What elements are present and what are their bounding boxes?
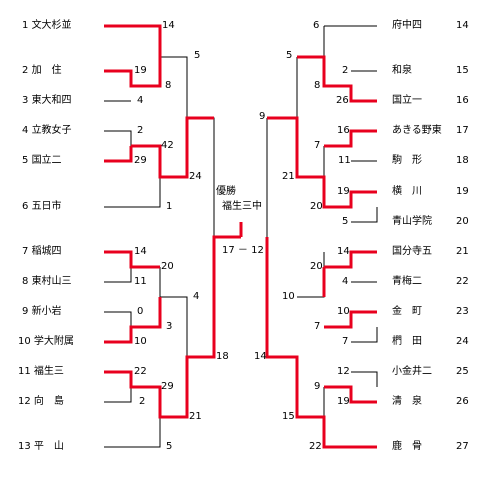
left-team-9: 9 新小岩 xyxy=(22,306,62,317)
score: 15 xyxy=(282,411,295,422)
score: 9 xyxy=(259,111,266,122)
score: 2 xyxy=(139,396,146,407)
right-team-19-no: 19 xyxy=(456,186,469,197)
winner-path-lines xyxy=(104,24,377,449)
score: 14 xyxy=(134,246,147,257)
left-team-7: 7 稲城四 xyxy=(22,246,62,257)
score: 11 xyxy=(134,276,147,287)
score: 21 xyxy=(189,411,202,422)
champion-label: 優勝 xyxy=(216,186,236,197)
right-team-24-name: 椚 田 xyxy=(392,336,422,347)
score: 1 xyxy=(166,201,173,212)
score: 7 xyxy=(314,321,321,332)
score: 42 xyxy=(161,140,174,151)
right-team-27-name: 鹿 骨 xyxy=(392,441,422,452)
right-team-14-no: 14 xyxy=(456,20,469,31)
right-team-26-no: 26 xyxy=(456,396,469,407)
right-team-16-no: 16 xyxy=(456,95,469,106)
score: 7 xyxy=(342,336,349,347)
left-team-2: 2 加 住 xyxy=(22,65,62,76)
score: 5 xyxy=(286,50,293,61)
score: 5 xyxy=(166,441,173,452)
final-score: 17 － 12 xyxy=(222,245,264,256)
right-team-15-name: 和泉 xyxy=(392,65,412,76)
score: 8 xyxy=(314,80,321,91)
right-team-21-name: 国分寺五 xyxy=(392,246,432,257)
score: 29 xyxy=(134,155,147,166)
left-team-6: 6 五日市 xyxy=(22,201,62,212)
score: 16 xyxy=(337,125,350,136)
score: 4 xyxy=(342,276,349,287)
right-team-23-name: 金 町 xyxy=(392,306,422,317)
left-team-5: 5 国立二 xyxy=(22,155,62,166)
score: 2 xyxy=(137,125,144,136)
right-team-20-name: 青山学院 xyxy=(392,216,432,227)
right-team-17-no: 17 xyxy=(456,125,469,136)
right-team-22-name: 青梅二 xyxy=(392,276,422,287)
right-team-26-name: 清 泉 xyxy=(392,396,422,407)
score: 5 xyxy=(342,216,349,227)
score: 0 xyxy=(137,306,144,317)
score: 2 xyxy=(342,65,349,76)
right-team-25-name: 小金井二 xyxy=(392,366,432,377)
right-team-24-no: 24 xyxy=(456,336,469,347)
score: 14 xyxy=(337,246,350,257)
right-team-15-no: 15 xyxy=(456,65,469,76)
score: 19 xyxy=(337,396,350,407)
right-team-22-no: 22 xyxy=(456,276,469,287)
left-team-1: 1 文大杉並 xyxy=(22,20,72,31)
score: 9 xyxy=(314,381,321,392)
score: 12 xyxy=(337,366,350,377)
score: 20 xyxy=(161,261,174,272)
left-team-8: 8 東村山三 xyxy=(22,276,72,287)
right-team-14-name: 府中四 xyxy=(392,20,422,31)
score: 11 xyxy=(338,155,351,166)
champion-name: 福生三中 xyxy=(222,201,262,212)
score: 4 xyxy=(193,291,200,302)
score: 18 xyxy=(216,351,229,362)
left-team-4: 4 立教女子 xyxy=(22,125,72,136)
score: 20 xyxy=(310,261,323,272)
score: 20 xyxy=(310,201,323,212)
score: 22 xyxy=(309,441,322,452)
score: 26 xyxy=(336,95,349,106)
right-team-18-no: 18 xyxy=(456,155,469,166)
right-team-19-name: 横 川 xyxy=(392,186,422,197)
left-team-3: 3 東大和四 xyxy=(22,95,72,106)
score: 22 xyxy=(134,366,147,377)
score: 10 xyxy=(282,291,295,302)
score: 5 xyxy=(194,50,201,61)
right-team-17-name: あきる野東 xyxy=(392,125,442,136)
right-team-27-no: 27 xyxy=(456,441,469,452)
score: 10 xyxy=(337,306,350,317)
right-team-20-no: 20 xyxy=(456,216,469,227)
score: 29 xyxy=(161,381,174,392)
right-team-16-name: 国立一 xyxy=(392,95,422,106)
left-team-11: 11 福生三 xyxy=(18,366,64,377)
score: 14 xyxy=(162,20,175,31)
right-team-18-name: 駒 形 xyxy=(392,155,422,166)
score: 21 xyxy=(282,171,295,182)
right-team-23-no: 23 xyxy=(456,306,469,317)
left-team-10: 10 学大附属 xyxy=(18,336,74,347)
score: 4 xyxy=(137,95,144,106)
score: 19 xyxy=(337,186,350,197)
score: 8 xyxy=(165,80,172,91)
left-team-13: 13 平 山 xyxy=(18,441,64,452)
score: 3 xyxy=(166,321,173,332)
left-team-12: 12 向 島 xyxy=(18,396,64,407)
score: 6 xyxy=(313,20,320,31)
score: 10 xyxy=(134,336,147,347)
score: 24 xyxy=(189,171,202,182)
score: 19 xyxy=(134,65,147,76)
score: 7 xyxy=(314,140,321,151)
score: 14 xyxy=(254,351,267,362)
right-team-21-no: 21 xyxy=(456,246,469,257)
right-team-25-no: 25 xyxy=(456,366,469,377)
